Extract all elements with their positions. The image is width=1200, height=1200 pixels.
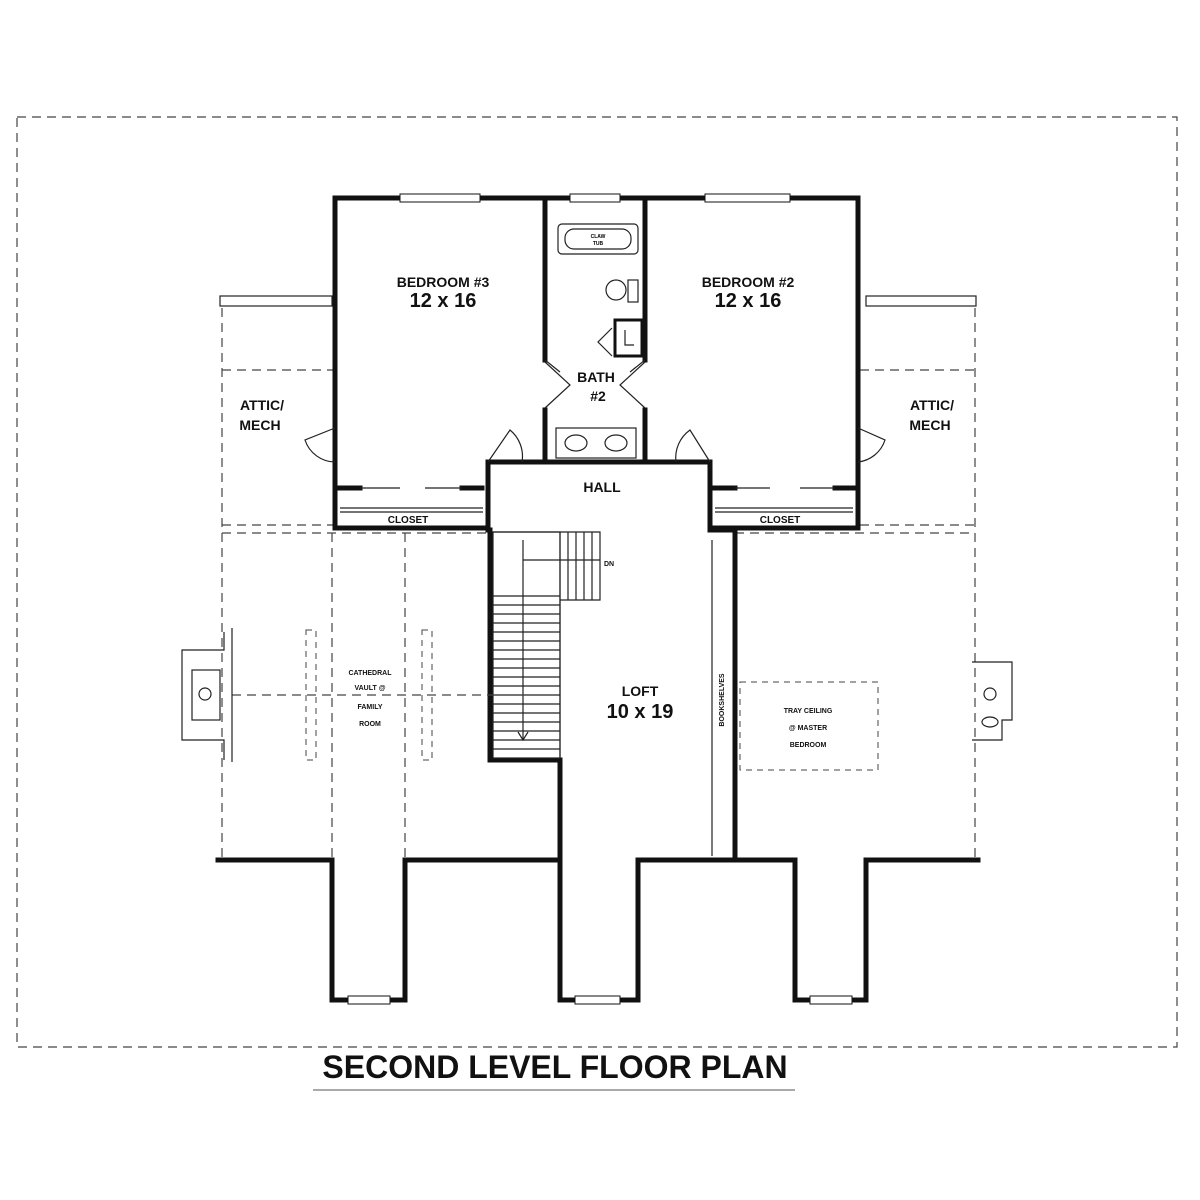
attic-right-line2: MECH (909, 417, 950, 433)
attic-left-line1: ATTIC/ (240, 397, 284, 413)
master-tray-line3: BEDROOM (790, 742, 827, 749)
family-vault-line3: FAMILY (357, 704, 382, 711)
bookshelves-label: BOOKSHELVES (719, 673, 726, 726)
bedroom2-name: BEDROOM #2 (702, 274, 795, 290)
attic-right-line1: ATTIC/ (910, 397, 954, 413)
hall-label: HALL (583, 479, 621, 495)
family-vault-line4: ROOM (359, 721, 381, 728)
staircase (492, 531, 601, 759)
bath-label-line2: #2 (590, 388, 606, 404)
bedroom3-dims: 12 x 16 (410, 290, 477, 312)
tub-label-line2: TUB (593, 241, 604, 247)
bedroom3-name: BEDROOM #3 (397, 274, 490, 290)
family-vault-line1: CATHEDRAL (348, 670, 392, 677)
doors (304, 361, 886, 463)
family-vault-line2: VAULT @ (354, 685, 385, 692)
closet-left-label: CLOSET (388, 515, 429, 526)
loft-dims: 10 x 19 (607, 701, 674, 723)
windows (347, 193, 853, 1005)
bath-label-line1: BATH (577, 369, 615, 385)
stair-down-label: DN (604, 561, 614, 568)
bedroom2-dims: 12 x 16 (715, 290, 782, 312)
ceiling-outlines (232, 533, 879, 860)
plan-title: SECOND LEVEL FLOOR PLAN (322, 1049, 787, 1085)
attic-outlines (219, 295, 977, 858)
closet-right-label: CLOSET (760, 515, 801, 526)
tub-label-line1: CLAW (591, 234, 606, 240)
closet-shelves (337, 485, 858, 513)
loft-name: LOFT (622, 683, 659, 699)
roof-outline (16, 116, 1178, 1048)
master-tray-line1: TRAY CEILING (784, 708, 833, 715)
master-tray-line2: @ MASTER (789, 725, 827, 732)
bath-fixtures (544, 223, 646, 459)
attic-left-line2: MECH (239, 417, 280, 433)
fireplaces (181, 628, 1013, 762)
